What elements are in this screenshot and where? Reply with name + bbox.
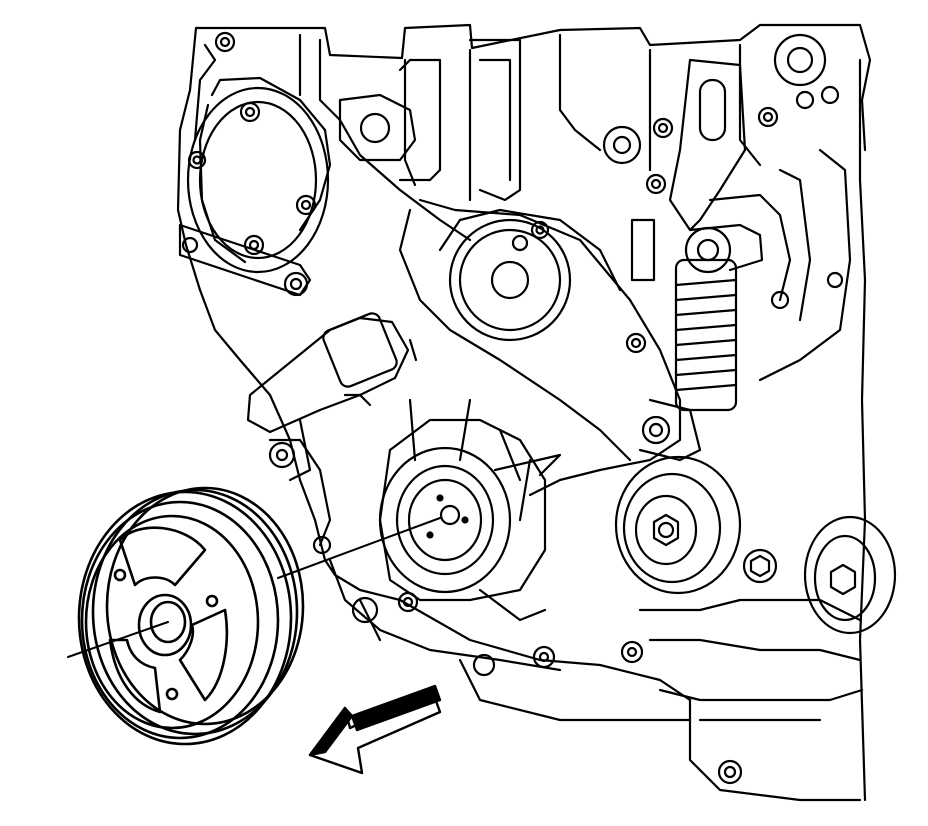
belt-tensioner (625, 218, 844, 462)
camshaft-sprocket-cover (178, 31, 330, 297)
engine-front-cover (176, 23, 872, 802)
crankshaft-gear (351, 398, 743, 785)
upper-right-bracket (602, 33, 840, 302)
crankshaft-balancer (77, 486, 305, 746)
callout-leader-line (67, 517, 441, 658)
idler-pulley (614, 455, 897, 635)
upper-bracket (338, 38, 522, 202)
sensor-assembly (246, 312, 418, 555)
water-pump-area (438, 208, 622, 342)
removal-direction-arrow (308, 684, 442, 775)
